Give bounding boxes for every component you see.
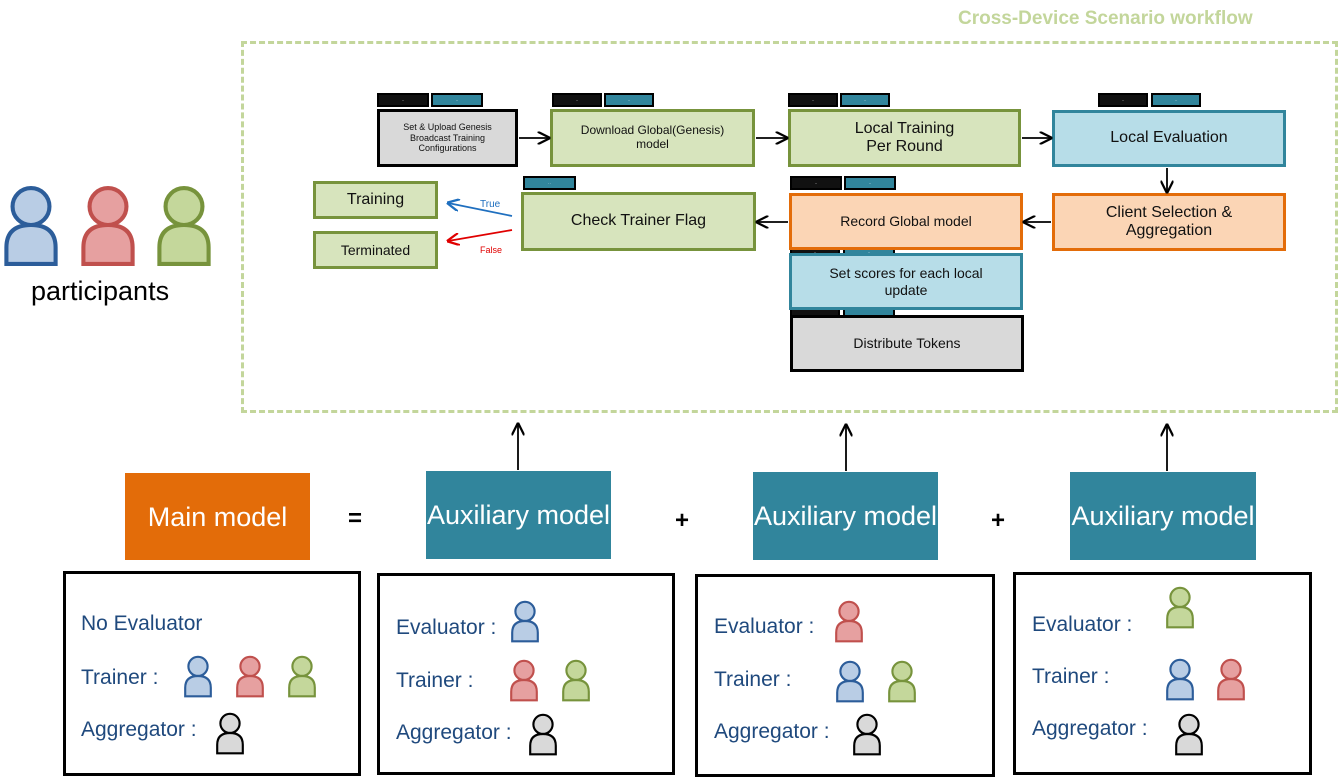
auxiliary-model-box-2: Auxiliary model	[753, 472, 938, 560]
evaluator-label: Evaluator :	[714, 615, 815, 638]
main-model-box: Main model	[125, 473, 310, 560]
aggregator-black-icon	[1173, 712, 1205, 756]
participant-green-icon	[153, 184, 215, 266]
trainer-label: Trainer :	[81, 666, 159, 689]
trainer-red-icon	[1215, 657, 1247, 701]
step-terminated: Terminated	[313, 231, 438, 269]
participant-blue-icon	[0, 184, 62, 266]
main-model-card: No Evaluator Trainer : Aggregator :	[63, 571, 361, 776]
trainer-green-icon	[560, 658, 592, 702]
aggregator-black-icon	[527, 712, 559, 756]
step-client-selection: Client Selection & Aggregation	[1052, 193, 1286, 251]
step-set-upload: Set & Upload Genesis Broadcast Training …	[377, 109, 518, 167]
trainer-red-icon	[508, 658, 540, 702]
trainer-blue-icon	[1164, 657, 1196, 701]
aggregator-black-icon	[214, 711, 246, 755]
step-record-global: Record Global model	[789, 193, 1023, 250]
step-check-trainer-flag: Check Trainer Flag	[521, 192, 756, 251]
auxiliary-model-box-1: Auxiliary model	[426, 471, 611, 559]
participant-red-icon	[77, 184, 139, 266]
step-local-evaluation: Local Evaluation	[1052, 110, 1286, 167]
equals-sign: =	[348, 505, 363, 532]
aggregator-label: Aggregator :	[714, 720, 830, 743]
evaluator-green-icon	[1164, 585, 1196, 629]
aggregator-label: Aggregator :	[81, 718, 197, 741]
edge-label-false: False	[480, 245, 503, 255]
step-distribute-tokens: Distribute Tokens	[790, 315, 1024, 372]
step-download-global: Download Global(Genesis) model	[550, 109, 755, 167]
auxiliary-model-box-3: Auxiliary model	[1070, 472, 1256, 560]
no-evaluator-label: No Evaluator	[81, 612, 203, 635]
aggregator-label: Aggregator :	[1032, 717, 1148, 740]
tag-black: ··	[377, 93, 429, 107]
edge-label-true: True	[480, 199, 501, 210]
evaluator-label: Evaluator :	[1032, 613, 1133, 636]
evaluator-label: Evaluator :	[396, 616, 497, 639]
trainer-label: Trainer :	[396, 669, 474, 692]
aggregator-label: Aggregator :	[396, 721, 512, 744]
trainer-green-icon	[286, 654, 318, 698]
evaluator-blue-icon	[509, 599, 541, 643]
tag-teal: ··	[431, 93, 483, 107]
tag-teal: ··	[840, 93, 890, 107]
tag-teal: ··	[604, 93, 654, 107]
workflow-title: Cross-Device Scenario workflow	[958, 8, 1253, 29]
plus-sign-2: +	[991, 507, 1006, 534]
tag-black: ··	[1098, 93, 1148, 107]
plus-sign-1: +	[675, 507, 690, 534]
tag-teal: ··	[523, 176, 576, 190]
auxiliary-model-card-1: Evaluator : Trainer : Aggregator :	[377, 573, 675, 775]
auxiliary-model-card-2: Evaluator : Trainer : Aggregator :	[695, 574, 995, 777]
evaluator-red-icon	[833, 599, 865, 643]
workflow-frame	[241, 41, 1338, 413]
trainer-red-icon	[234, 654, 266, 698]
tag-teal: ··	[1151, 93, 1201, 107]
trainer-label: Trainer :	[1032, 665, 1110, 688]
trainer-blue-icon	[182, 654, 214, 698]
trainer-blue-icon	[834, 659, 866, 703]
step-local-training: Local Training Per Round	[788, 109, 1021, 167]
auxiliary-model-card-3: Evaluator : Trainer : Aggregator :	[1013, 572, 1312, 775]
tag-black: ··	[788, 93, 838, 107]
participants-label: participants	[31, 276, 170, 306]
tag-black: ··	[790, 176, 842, 190]
step-set-scores: Set scores for each local update	[789, 253, 1023, 310]
trainer-green-icon	[886, 659, 918, 703]
tag-black: ··	[552, 93, 602, 107]
step-training: Training	[313, 181, 438, 219]
aggregator-black-icon	[851, 712, 883, 756]
trainer-label: Trainer :	[714, 668, 792, 691]
tag-teal: ··	[844, 176, 896, 190]
